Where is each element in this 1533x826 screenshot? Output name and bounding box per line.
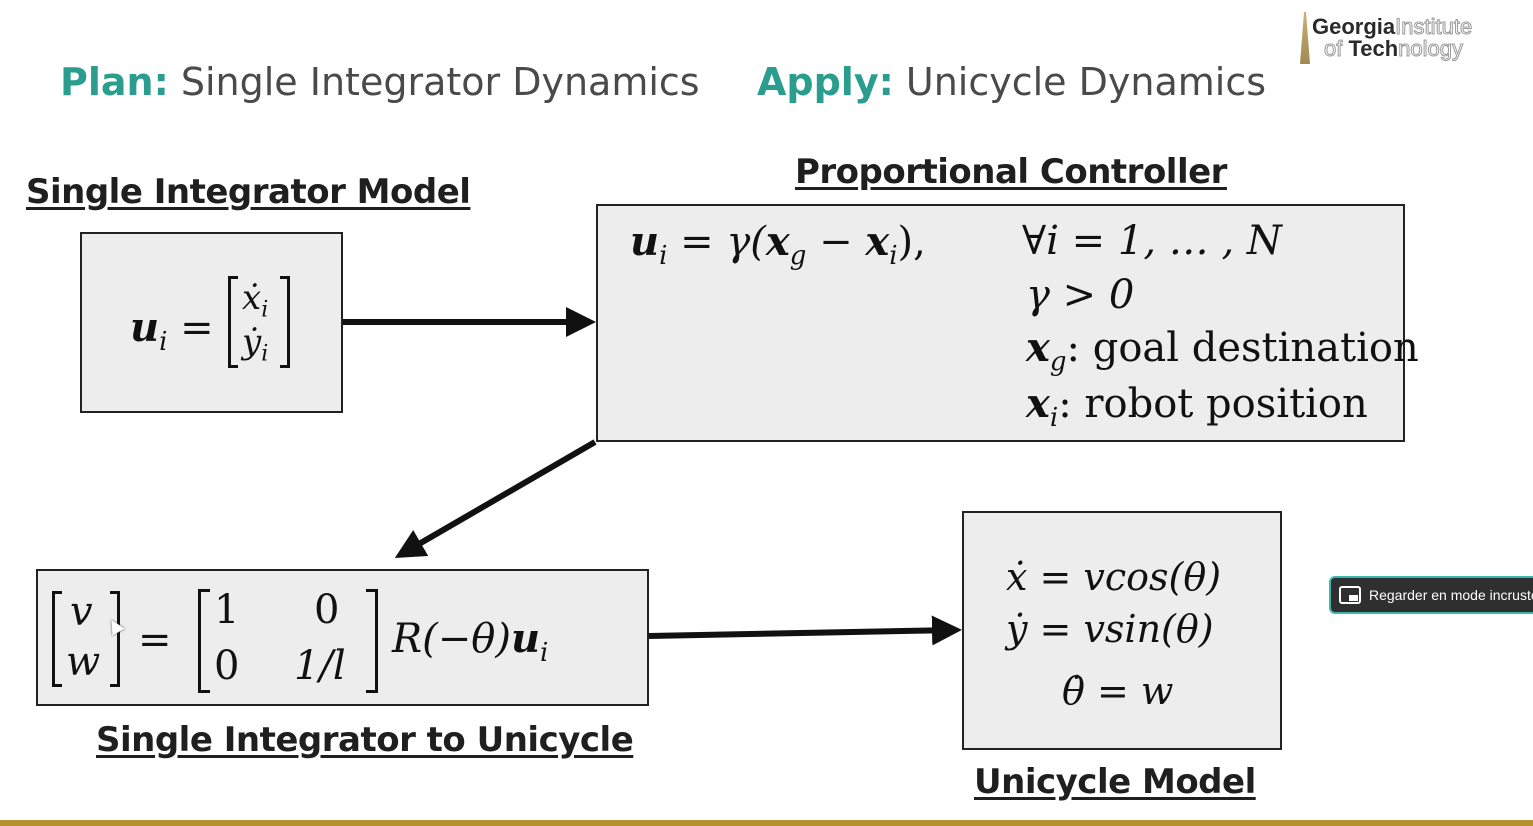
sim-xdot: ẋi (242, 278, 268, 323)
sim-eq: = (167, 305, 214, 351)
rotation-r: R(−θ) (392, 616, 511, 662)
plan-heading: Plan: Single Integrator Dynamics (60, 60, 700, 104)
pc-xg: x (765, 218, 790, 265)
controller-equation: ui = γ(xg − xi), (630, 218, 926, 271)
sim-xdot-sub: i (261, 296, 269, 323)
logo-line-1: GeorgiaInstitute (1312, 14, 1473, 40)
goal-definition: xg: goal destination (1026, 324, 1419, 377)
w-symbol: w (66, 639, 101, 685)
pip-label: Regarder en mode incrusté (1369, 587, 1533, 603)
matrix-m11: 1 (214, 587, 240, 633)
unicycle-y-equation: ẏ = vsin(θ) (1006, 607, 1214, 651)
rotation-term: R(−θ)ui (392, 615, 548, 668)
matrix-right-bracket (366, 589, 378, 693)
apply-key: Apply: (757, 60, 894, 104)
single-integrator-box: ui = ẋi ẏi (80, 232, 343, 413)
sim-ydot-sym: ẏ (242, 322, 262, 362)
arrow-controller-to-transform (394, 439, 597, 559)
unicycle-theta-equation: θ̇ = w (1062, 669, 1174, 713)
unicycle-x-equation: ẋ = vcos(θ) (1006, 555, 1222, 599)
rotation-u-sub: i (540, 638, 549, 669)
matrix-m21: 0 (214, 643, 240, 689)
single-integrator-to-unicycle-box: v w = 1 0 0 1/l R(−θ)ui (36, 569, 649, 706)
unicycle-model-box: ẋ = vcos(θ) ẏ = vsin(θ) θ̇ = w (962, 511, 1282, 750)
plan-text: Single Integrator Dynamics (168, 60, 700, 104)
picture-in-picture-button[interactable]: Regarder en mode incrusté (1329, 576, 1533, 614)
pos-desc: : robot position (1058, 381, 1368, 427)
single-integrator-model-title: Single Integrator Model (26, 172, 471, 212)
pos-sub: i (1049, 403, 1059, 434)
pc-u-sub: i (659, 241, 668, 272)
logo-tech: Tech (1348, 36, 1399, 61)
pc-close: ), (897, 219, 926, 265)
tower-icon (1300, 12, 1310, 64)
single-integrator-to-unicycle-title: Single Integrator to Unicycle (96, 720, 634, 760)
picture-in-picture-icon (1339, 586, 1361, 604)
logo-georgia: Georgia (1312, 14, 1396, 39)
goal-x: x (1026, 324, 1050, 371)
right-bracket (280, 276, 290, 368)
plan-key: Plan: (60, 60, 169, 104)
pc-xi: x (865, 218, 890, 265)
v-symbol: v (70, 589, 93, 635)
sim-u: u (130, 304, 160, 351)
proportional-controller-box: ui = γ(xg − xi), ∀i = 1, … , N γ > 0 xg:… (596, 204, 1419, 442)
apply-text: Unicycle Dynamics (893, 60, 1267, 104)
matrix-m22: 1/l (294, 643, 346, 689)
vw-left-bracket (52, 591, 62, 687)
logo-of: of (1323, 36, 1349, 62)
sim-xdot-sym: ẋ (242, 278, 262, 318)
sim-lhs: ui = (130, 304, 214, 357)
matrix-left-bracket (198, 589, 210, 693)
matrix-m12: 0 (314, 587, 340, 633)
forall-condition: ∀i = 1, … , N (1022, 218, 1282, 264)
pc-xi-sub: i (889, 241, 898, 272)
gamma-condition: γ > 0 (1026, 272, 1135, 318)
apply-heading: Apply: Unicycle Dynamics (757, 60, 1266, 104)
goal-sub: g (1049, 347, 1067, 378)
sim-ydot-sub: i (261, 340, 269, 367)
sim-u-sub: i (159, 327, 168, 358)
sim-ydot: ẏi (242, 322, 268, 367)
unicycle-model-title: Unicycle Model (974, 762, 1256, 802)
left-bracket (228, 276, 238, 368)
logo-institute: Institute (1395, 14, 1473, 40)
pc-minus: − (806, 219, 866, 265)
goal-desc: : goal destination (1066, 325, 1419, 371)
mouse-cursor-icon (105, 616, 125, 636)
logo-line-2: of Technology (1323, 36, 1464, 62)
pc-gamma-open: = γ( (667, 219, 766, 265)
logo-nology: nology (1398, 36, 1464, 62)
arrow-transform-to-unicycle (648, 615, 962, 646)
pos-x: x (1026, 380, 1050, 427)
vw-right-bracket (110, 591, 120, 687)
position-definition: xi: robot position (1026, 380, 1368, 433)
pc-u: u (630, 218, 660, 265)
proportional-controller-title: Proportional Controller (795, 152, 1227, 192)
pc-xg-sub: g (789, 241, 807, 272)
equals-sign: = (138, 617, 172, 663)
georgia-tech-logo: GeorgiaInstitute of Technology (1298, 10, 1528, 66)
bottom-bar (0, 820, 1533, 826)
rotation-u: u (510, 615, 541, 662)
